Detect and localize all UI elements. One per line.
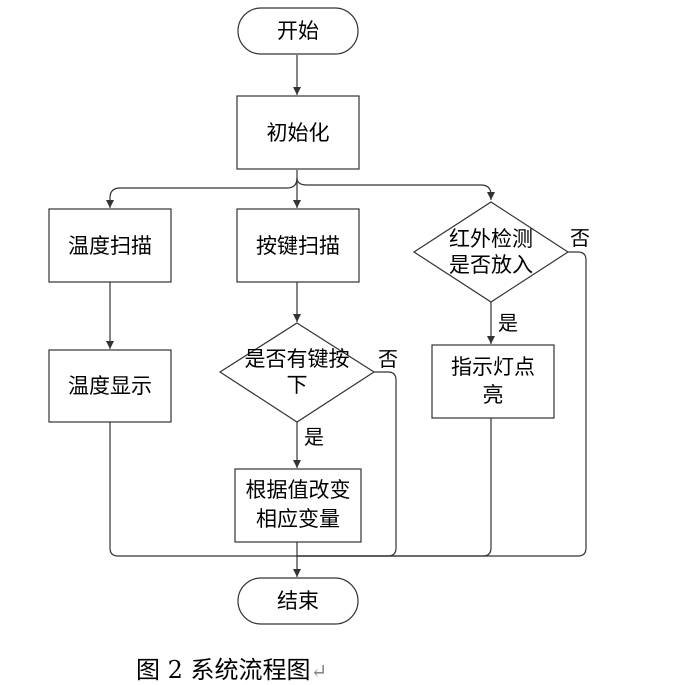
node-key-pressed-decision: 是否有键按 下: [218, 322, 376, 423]
edges: [106, 55, 587, 577]
node-init-label: 初始化: [267, 121, 330, 145]
node-temp-display-label: 温度显示: [68, 374, 152, 398]
flowchart-diagram: 开始 初始化 温度扫描 按键扫描 红外检测 是否放入 否 是 温度显示 是否有键…: [48, 7, 590, 625]
ir-no-label: 否: [570, 226, 590, 250]
node-temp-scan: 温度扫描: [48, 208, 172, 283]
edge-init-temp-scan: [106, 177, 298, 208]
node-end: 结束: [237, 577, 359, 625]
node-init: 初始化: [236, 95, 360, 170]
figure-caption-text: 图 2 系统流程图: [136, 656, 311, 684]
node-indicator-label-2: 亮: [483, 383, 504, 407]
node-key-scan: 按键扫描: [236, 208, 360, 283]
node-change-variable-label-1: 根据值改变: [246, 478, 351, 502]
node-change-variable-label-2: 相应变量: [256, 507, 340, 531]
node-indicator: 指示灯点 亮: [431, 344, 555, 419]
node-ir-detect-label-1: 红外检测: [449, 227, 533, 251]
edge-ir-decision-no: [297, 251, 587, 557]
edge-init-ir-detect: [296, 177, 495, 200]
key-yes-label: 是: [304, 425, 324, 449]
node-ir-detect-label-2: 是否放入: [449, 253, 533, 277]
key-no-label: 否: [378, 347, 398, 371]
figure-caption: 图 2 系统流程图↵: [136, 650, 327, 685]
node-start-label: 开始: [277, 19, 319, 43]
node-start: 开始: [237, 7, 359, 55]
node-temp-scan-label: 温度扫描: [68, 234, 152, 258]
node-end-label: 结束: [277, 589, 319, 613]
node-change-variable: 根据值改变 相应变量: [234, 468, 362, 543]
paragraph-return-icon: ↵: [310, 659, 328, 683]
node-ir-detect-decision: 红外检测 是否放入: [412, 201, 570, 303]
node-key-pressed-label-1: 是否有键按: [245, 347, 350, 371]
edge-temp-display-merge: [109, 422, 297, 557]
node-key-pressed-label-2: 下: [287, 373, 308, 397]
node-temp-display: 温度显示: [48, 349, 172, 423]
node-key-scan-label: 按键扫描: [256, 234, 340, 258]
ir-yes-label: 是: [498, 311, 518, 335]
node-indicator-label-1: 指示灯点: [451, 355, 535, 379]
